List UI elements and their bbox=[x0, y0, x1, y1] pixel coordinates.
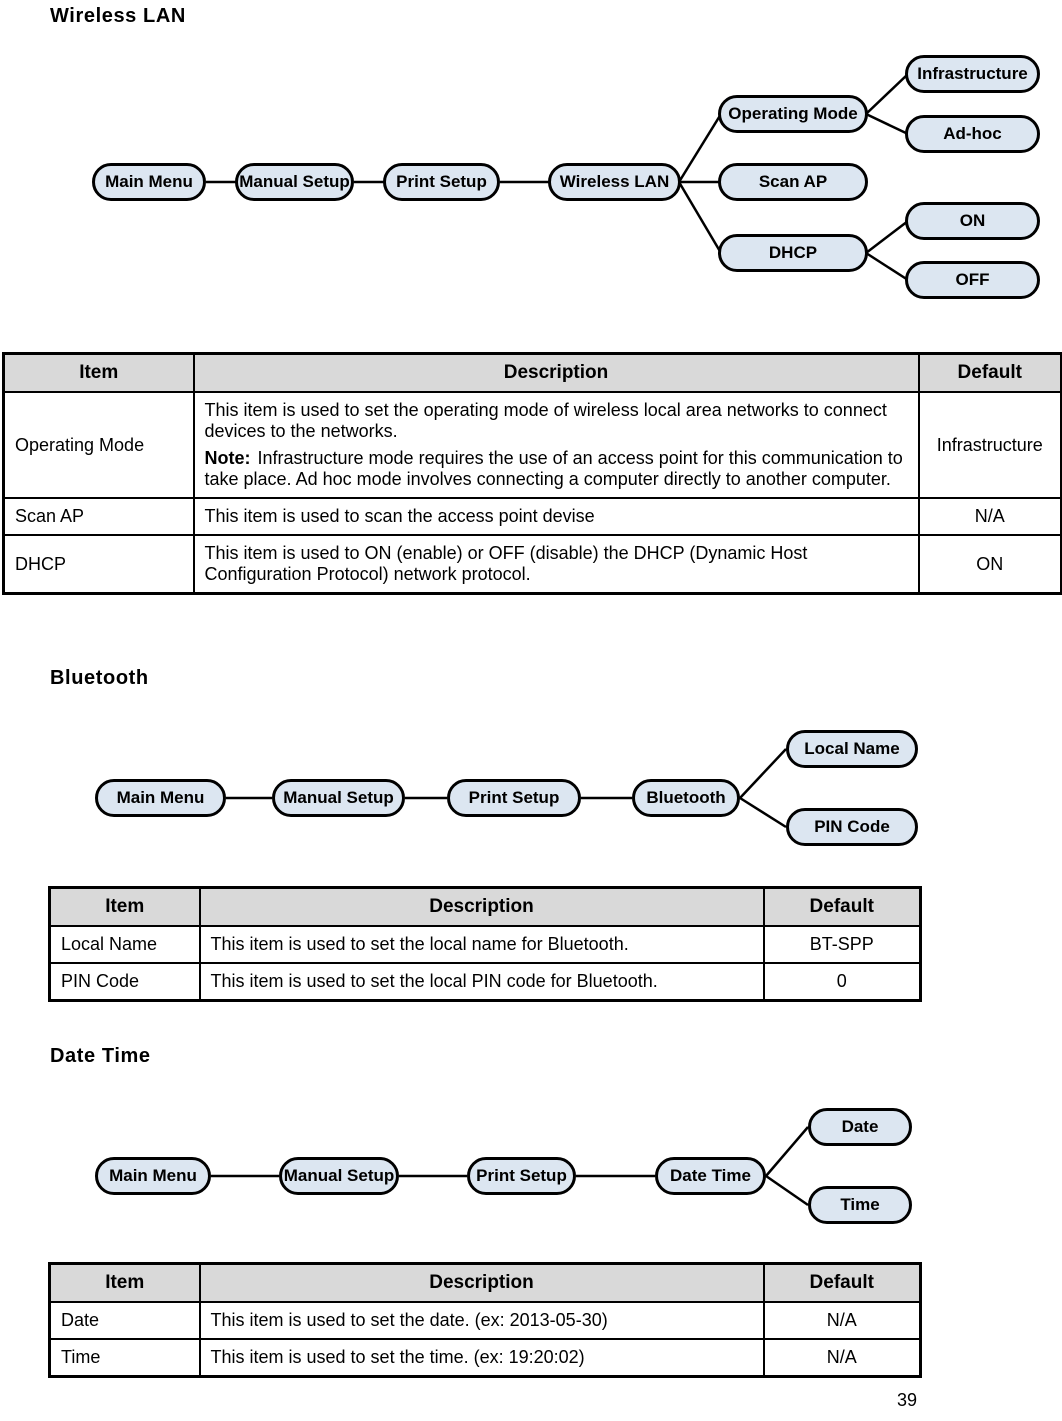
menu-node-on: ON bbox=[905, 202, 1040, 240]
menu-node-local-name: Local Name bbox=[786, 730, 918, 768]
table-row: Time This item is used to set the time. … bbox=[48, 1338, 922, 1378]
table-row: PIN Code This item is used to set the lo… bbox=[48, 962, 922, 1002]
note-paragraph: Note:Infrastructure mode requires the us… bbox=[205, 448, 908, 490]
description-cell: This item is used to set the date. (ex: … bbox=[198, 1301, 765, 1340]
table-row: Date This item is used to set the date. … bbox=[48, 1301, 922, 1340]
menu-node-manual-setup: Manual Setup bbox=[272, 779, 405, 817]
description-cell: This item is used to ON (enable) or OFF … bbox=[192, 534, 920, 595]
column-header-description: Description bbox=[198, 886, 765, 927]
menu-node-scan-ap: Scan AP bbox=[718, 163, 868, 201]
default-cell: N/A bbox=[762, 1338, 922, 1378]
menu-node-main-menu: Main Menu bbox=[95, 779, 226, 817]
column-header-item: Item bbox=[48, 1262, 201, 1303]
menu-node-main-menu: Main Menu bbox=[95, 1157, 211, 1195]
menu-node-wireless-lan: Wireless LAN bbox=[548, 163, 681, 201]
date-time-table: Item Description Default Date This item … bbox=[48, 1262, 922, 1378]
table-row: DHCP This item is used to ON (enable) or… bbox=[2, 534, 1062, 595]
default-cell: BT-SPP bbox=[762, 925, 922, 964]
description-cell: This item is used to set the time. (ex: … bbox=[198, 1338, 765, 1378]
column-header-default: Default bbox=[762, 1262, 922, 1303]
default-cell: N/A bbox=[762, 1301, 922, 1340]
menu-node-operating-mode: Operating Mode bbox=[718, 95, 868, 133]
note-text: Infrastructure mode requires the use of … bbox=[204, 448, 903, 489]
item-cell: Scan AP bbox=[2, 497, 195, 536]
description-cell: This item is used to set the operating m… bbox=[192, 391, 920, 499]
item-cell: Date bbox=[48, 1301, 201, 1340]
wireless-lan-table: Item Description Default Operating Mode … bbox=[2, 352, 1062, 595]
table-header-row: Item Description Default bbox=[2, 352, 1062, 393]
column-header-description: Description bbox=[192, 352, 920, 393]
column-header-default: Default bbox=[917, 352, 1062, 393]
column-header-item: Item bbox=[48, 886, 201, 927]
menu-node-print-setup: Print Setup bbox=[467, 1157, 576, 1195]
table-header-row: Item Description Default bbox=[48, 1262, 922, 1303]
menu-node-infrastructure: Infrastructure bbox=[905, 55, 1040, 93]
page-number: 39 bbox=[897, 1390, 918, 1410]
section-heading-date-time: Date Time bbox=[50, 1045, 151, 1067]
menu-node-date-time: Date Time bbox=[655, 1157, 766, 1195]
table-header-row: Item Description Default bbox=[48, 886, 922, 927]
menu-node-ad-hoc: Ad-hoc bbox=[905, 115, 1040, 153]
section-heading-bluetooth: Bluetooth bbox=[50, 667, 149, 689]
menu-node-manual-setup: Manual Setup bbox=[235, 163, 354, 201]
column-header-description: Description bbox=[198, 1262, 765, 1303]
table-row: Local Name This item is used to set the … bbox=[48, 925, 922, 964]
item-cell: Operating Mode bbox=[2, 391, 195, 499]
menu-node-bluetooth: Bluetooth bbox=[632, 779, 740, 817]
menu-node-dhcp: DHCP bbox=[718, 234, 868, 272]
default-cell: 0 bbox=[762, 962, 922, 1002]
menu-node-main-menu: Main Menu bbox=[92, 163, 206, 201]
item-cell: DHCP bbox=[2, 534, 195, 595]
section-heading-wireless-lan: Wireless LAN bbox=[50, 5, 186, 27]
table-row: Scan AP This item is used to scan the ac… bbox=[2, 497, 1062, 536]
default-cell: ON bbox=[917, 534, 1062, 595]
menu-node-off: OFF bbox=[905, 261, 1040, 299]
item-cell: Local Name bbox=[48, 925, 201, 964]
column-header-item: Item bbox=[2, 352, 195, 393]
table-row: Operating Mode This item is used to set … bbox=[2, 391, 1062, 499]
note-label: Note: bbox=[204, 448, 251, 468]
description-cell: This item is used to set the local PIN c… bbox=[198, 962, 765, 1002]
description-cell: This item is used to scan the access poi… bbox=[192, 497, 920, 536]
bluetooth-table: Item Description Default Local Name This… bbox=[48, 886, 922, 1002]
menu-node-pin-code: PIN Code bbox=[786, 808, 918, 846]
menu-node-date: Date bbox=[808, 1108, 912, 1146]
default-cell: N/A bbox=[917, 497, 1062, 536]
description-cell: This item is used to set the local name … bbox=[198, 925, 765, 964]
menu-node-print-setup: Print Setup bbox=[383, 163, 500, 201]
item-cell: PIN Code bbox=[48, 962, 201, 1002]
menu-node-manual-setup: Manual Setup bbox=[279, 1157, 399, 1195]
item-cell: Time bbox=[48, 1338, 201, 1378]
menu-node-time: Time bbox=[808, 1186, 912, 1224]
column-header-default: Default bbox=[762, 886, 922, 927]
default-cell: Infrastructure bbox=[917, 391, 1062, 499]
menu-node-print-setup: Print Setup bbox=[447, 779, 581, 817]
description-text: This item is used to set the operating m… bbox=[204, 400, 887, 441]
